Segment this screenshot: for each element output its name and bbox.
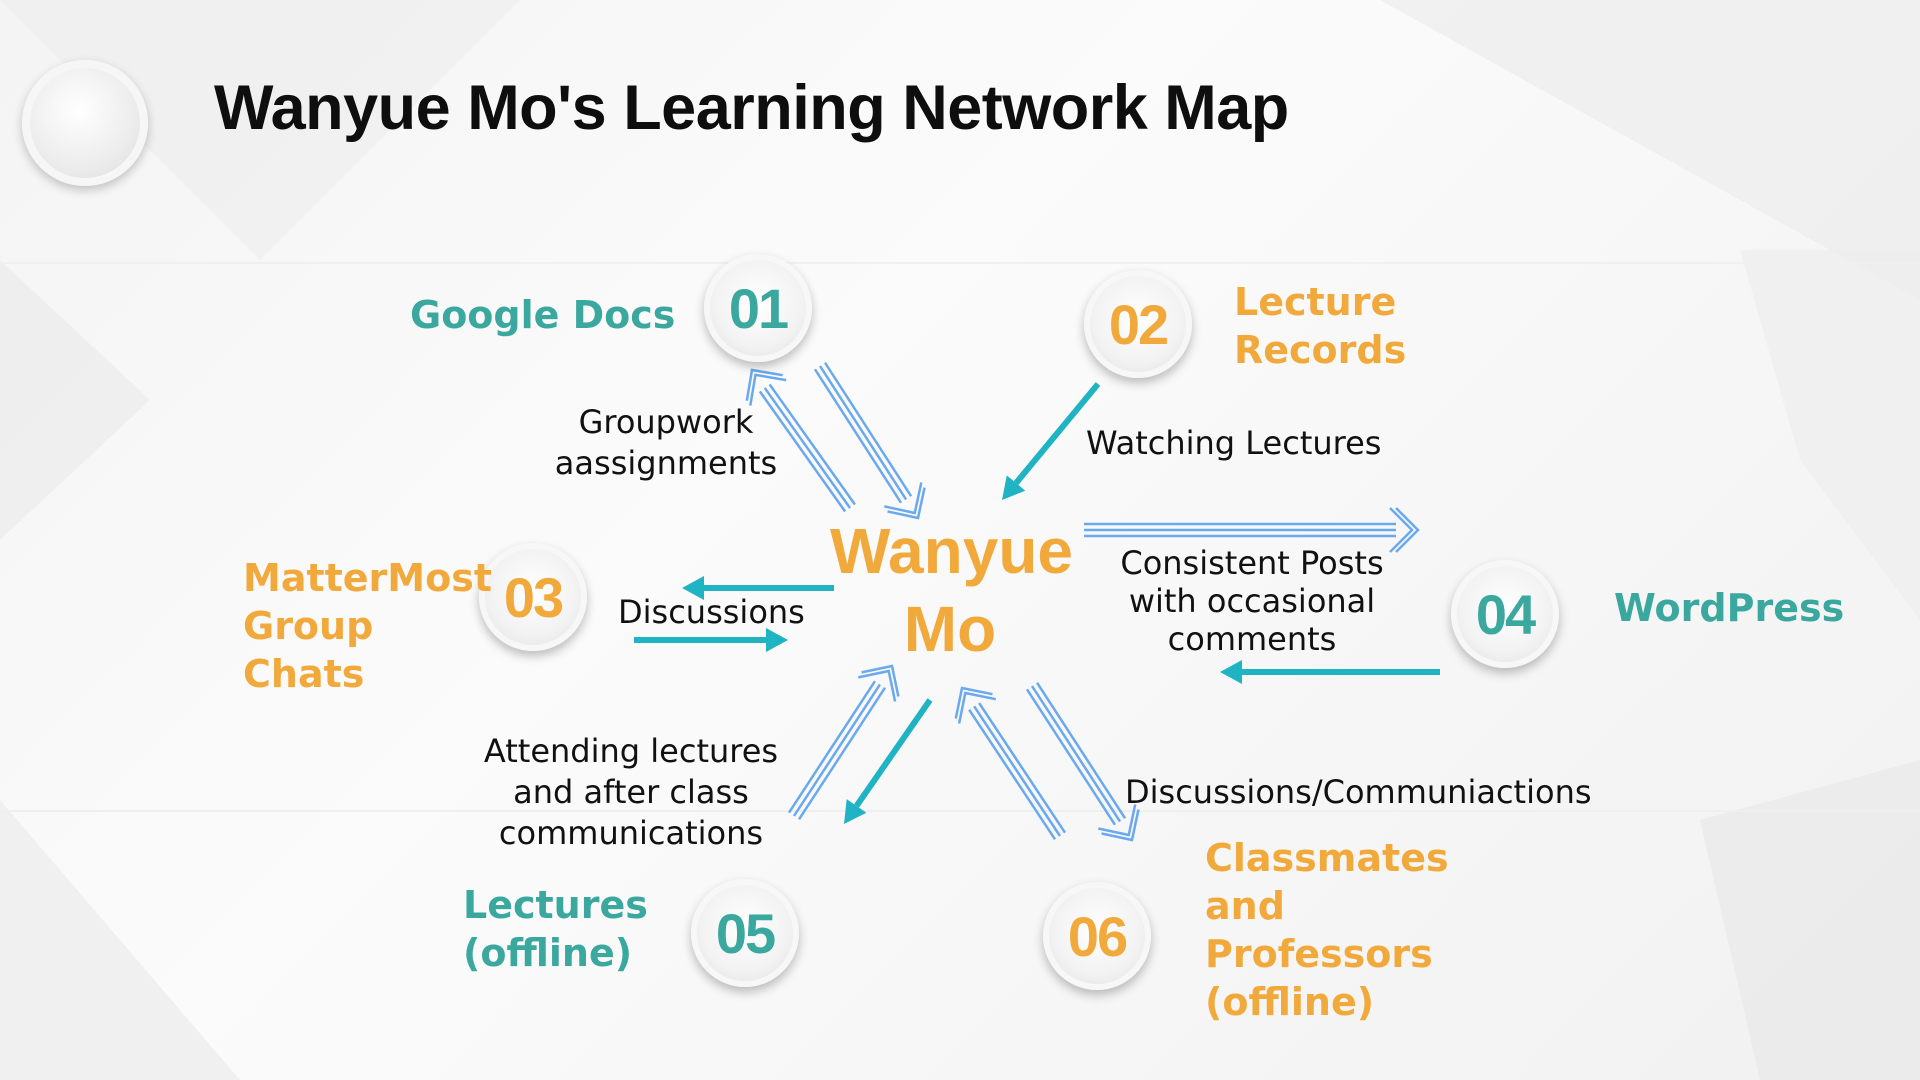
page-title: Wanyue Mo's Learning Network Map [214,73,1289,143]
node-01-relation: Groupwork aassignments [554,403,778,482]
arrow-center-to-05 [844,698,933,824]
node-05-badge: 05 [691,879,799,987]
node-01-badge: 01 [704,254,812,362]
arrow-center-to-06 [1025,682,1140,842]
node-06-badge: 06 [1043,882,1151,990]
decorative-disc [22,60,148,186]
arrow-center-to-01 [745,368,856,513]
node-03-badge: 03 [479,543,587,651]
node-01-label: Google Docs [410,293,676,337]
arrow-center-to-04 [1084,507,1420,553]
node-05-relation: Attending lectures and after class commu… [483,732,779,852]
node-06-relation: Discussions/Communiactions [1125,773,1592,811]
node-02-label: Lecture Records [1234,280,1407,372]
node-06-label: Classmates and Professors (offline) [1205,836,1449,1024]
node-05-number: 05 [715,901,776,965]
node-01-number: 01 [728,276,789,340]
node-04-label: WordPress [1614,586,1845,630]
arrow-01-to-center [813,362,926,520]
node-03-number: 03 [503,565,564,629]
node-03-label: MatterMost Group Chats [243,556,493,696]
node-05-label: Lectures (offline) [463,883,648,975]
node-04-badge: 04 [1451,560,1559,668]
arrow-04-to-center [1220,660,1440,684]
arrow-center-to-03 [682,576,834,600]
arrow-06-to-center [954,686,1067,841]
node-02-badge: 02 [1084,270,1192,378]
node-06-number: 06 [1067,904,1128,968]
arrow-05-to-center [787,664,900,820]
center-node-name: Wanyue Mo [830,515,1073,665]
node-04-relation: Consistent Posts with occasional comment… [1120,544,1384,658]
node-02-number: 02 [1108,292,1169,356]
node-03-relation: Discussions [618,593,805,631]
node-02-relation: Watching Lectures [1086,424,1382,462]
arrow-02-to-center [1002,382,1101,500]
arrow-03-to-center [634,628,788,652]
node-04-number: 04 [1475,582,1536,646]
